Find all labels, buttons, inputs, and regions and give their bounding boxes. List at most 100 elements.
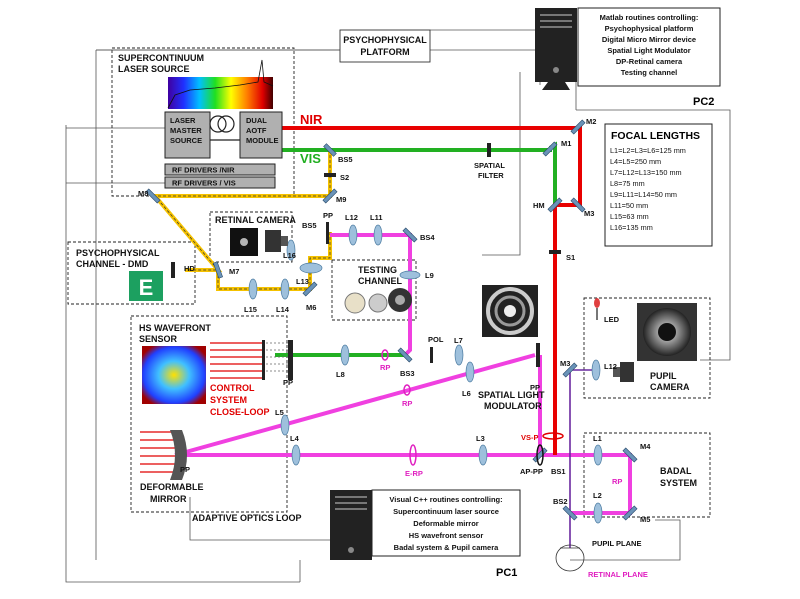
l4-label: L4	[290, 434, 300, 443]
aotf-l3: MODULE	[246, 136, 279, 145]
m7-mirror	[212, 261, 224, 279]
aotf-l1: DUAL	[246, 116, 267, 125]
laser-master-l1: LASER	[170, 116, 196, 125]
focal-line: L9=L11=L14=50 mm	[610, 190, 677, 199]
l15-label: L15	[244, 305, 257, 314]
m8-label: M8	[138, 189, 148, 198]
l7-label: L7	[454, 336, 463, 345]
slm-title: SPATIAL LIGHT	[478, 390, 545, 400]
pc2-line: Matlab routines controlling:	[600, 13, 699, 22]
rp-label-2: RP	[402, 399, 412, 408]
laser-master-box	[164, 111, 211, 159]
hd-icon	[171, 262, 175, 278]
l12-label: L12	[345, 213, 358, 222]
laser-master-l2: MASTER	[170, 126, 202, 135]
m7-label: M7	[229, 267, 239, 276]
m9-mirror	[322, 188, 338, 204]
led-icon	[594, 298, 600, 320]
spatial-filter-icon	[487, 143, 491, 157]
l14-label: L14	[276, 305, 290, 314]
l8-lens	[340, 344, 350, 366]
pc2-lines: Matlab routines controlling: Psychophysi…	[600, 13, 699, 77]
pupil-plane-label: PUPIL PLANE	[592, 539, 641, 548]
pc2-box	[577, 7, 721, 87]
bs5-mirror	[323, 143, 337, 157]
dmd-letter: E	[139, 275, 154, 300]
pc2-line: Testing channel	[621, 68, 678, 77]
pc1-box	[371, 489, 521, 557]
vis-label: VIS	[300, 151, 321, 166]
hs-wavefront-map	[142, 346, 206, 404]
ap-pp-label: AP-PP	[520, 467, 543, 476]
pol-label: POL	[428, 335, 444, 344]
bs4-label: BS4	[420, 233, 435, 242]
pc1-label: PC1	[496, 567, 517, 579]
l15-lens	[248, 278, 258, 300]
m3-label: M3	[584, 209, 594, 218]
psychophysical-channel-box	[67, 241, 196, 305]
ap-pp-mark	[536, 444, 544, 466]
lenslet-array-icon	[262, 340, 293, 380]
pc2-tower-icon	[535, 8, 577, 90]
laser-title-2: LASER SOURCE	[118, 64, 190, 74]
slm-title-2: MODULATOR	[484, 401, 542, 411]
l3-lens	[478, 444, 488, 466]
m4-label: M4	[640, 442, 651, 451]
l12-lens	[348, 224, 358, 246]
dm-pp-label: PP	[180, 465, 190, 474]
lenslet-rays	[262, 342, 290, 372]
m5-mirror	[622, 505, 638, 521]
m3b-mirror	[562, 362, 578, 378]
m2-label: M2	[586, 117, 596, 126]
bs3-label: BS3	[400, 369, 415, 378]
rf-nir-box	[164, 163, 276, 176]
platform-title: PSYCHOPHYSICAL	[343, 35, 427, 45]
retinal-camera-title: RETINAL CAMERA	[215, 215, 296, 225]
bs5-label: BS5	[338, 155, 353, 164]
l13-lens	[299, 262, 323, 274]
l12b-label: L12	[604, 362, 617, 371]
focal-line: L7=L12=L13=150 mm	[610, 168, 682, 177]
l1-label: L1	[593, 434, 602, 443]
rf-vis-label: RF DRIVERS / VIS	[172, 179, 236, 188]
retinal-spot	[240, 238, 248, 246]
pupil-image	[637, 303, 697, 361]
dual-aotf-box	[239, 111, 283, 159]
l8-label: L8	[336, 370, 345, 379]
m9-label: M9	[336, 195, 346, 204]
bs1-label: BS1	[551, 467, 566, 476]
l5-label: L5	[275, 408, 284, 417]
rp-label-1: RP	[380, 363, 390, 372]
l4-lens	[291, 444, 301, 466]
m6-label: M6	[306, 303, 316, 312]
l7-lens	[454, 344, 464, 366]
hm-mirror	[547, 197, 563, 213]
l13-label: L13	[296, 277, 309, 286]
adaptive-optics-box	[130, 315, 288, 513]
pc1-lines: Visual C++ routines controlling: Superco…	[389, 495, 502, 552]
bs2-label: BS2	[553, 497, 568, 506]
focal-line: L11=50 mm	[610, 201, 648, 210]
rf-nir-label: RF DRIVERS /NIR	[172, 166, 235, 175]
platform-subtitle: PLATFORM	[360, 47, 409, 57]
l2-lens	[593, 502, 603, 524]
bs2-mirror	[562, 505, 578, 521]
pupil-cam-title: PUPIL	[650, 371, 677, 381]
focal-line: L4=L5=250 mm	[610, 157, 661, 166]
pupil-labels: RP RP RP E-RP VS-P	[380, 363, 622, 486]
spatial-filter-l1: SPATIAL	[474, 161, 505, 170]
nir-label: NIR	[300, 112, 323, 127]
fiber-coil-icon	[209, 115, 240, 141]
pc2-line: Psychophysical platform	[605, 24, 694, 33]
l1-lens	[593, 444, 603, 466]
retinal-camera-box	[209, 211, 293, 263]
l9-label: L9	[425, 271, 434, 280]
slm-pp-label: PP	[530, 383, 540, 392]
psycho-channel-title: PSYCHOPHYSICAL	[76, 248, 160, 258]
l6-label: L6	[462, 389, 471, 398]
badal-box	[583, 432, 711, 518]
pc2-line: DP-Retinal camera	[616, 57, 683, 66]
shutters	[171, 143, 561, 367]
focal-lengths-box	[604, 123, 713, 247]
l5-lens	[280, 414, 290, 436]
